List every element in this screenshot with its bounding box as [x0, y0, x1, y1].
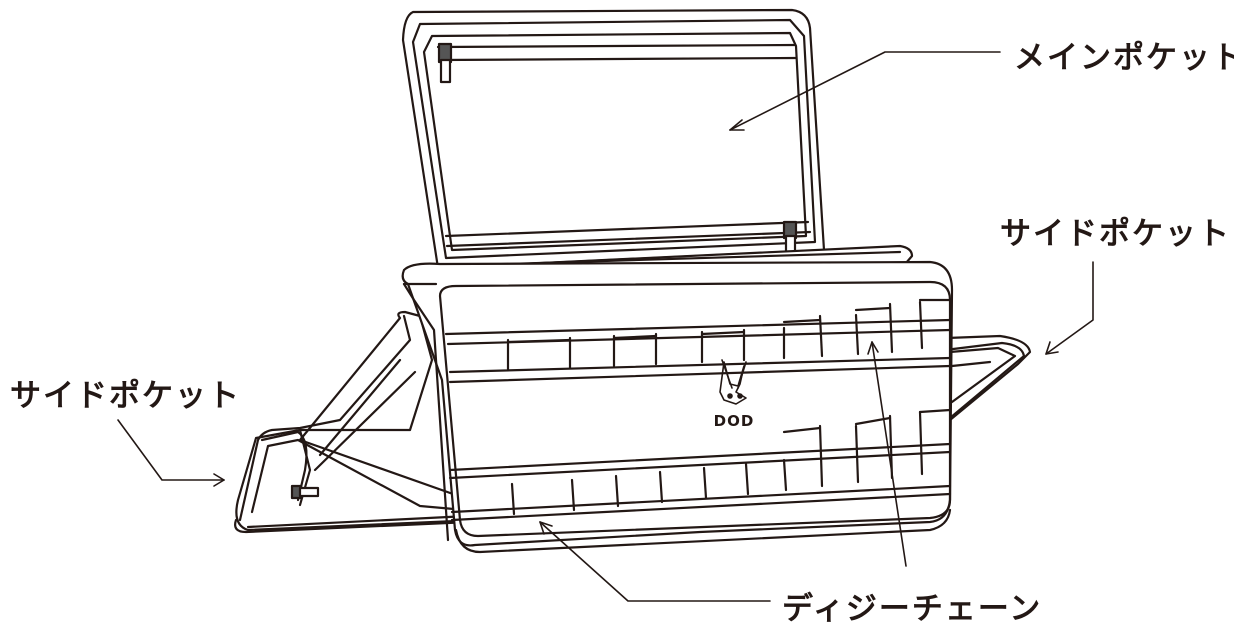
leader-main-pocket — [729, 51, 1001, 131]
right-side-pocket-graphic — [943, 334, 1032, 422]
logo-text: DOD — [714, 412, 755, 430]
callout-leaders — [117, 51, 1094, 602]
leader-side-pocket-right — [1045, 261, 1094, 355]
leader-daisy-chain-upper — [871, 341, 907, 567]
label-side-pocket-right: サイドポケット — [1000, 216, 1231, 252]
dod-logo: DOD — [714, 359, 755, 430]
label-main-pocket: メインポケット — [1014, 40, 1234, 76]
leader-daisy-chain-lower — [539, 521, 771, 602]
lower-daisy-chain — [510, 408, 952, 516]
upper-daisy-chain — [506, 298, 952, 372]
label-side-pocket-left: サイドポケット — [10, 378, 241, 414]
lid — [401, 8, 826, 270]
left-side-pocket-graphic — [234, 310, 482, 534]
left-pocket-zipper — [290, 484, 320, 500]
zipper-puller-top — [437, 42, 453, 84]
bag-body — [401, 260, 954, 554]
label-daisy-chain: ディジーチェーン — [782, 591, 1043, 627]
leader-side-pocket-left — [117, 419, 225, 481]
